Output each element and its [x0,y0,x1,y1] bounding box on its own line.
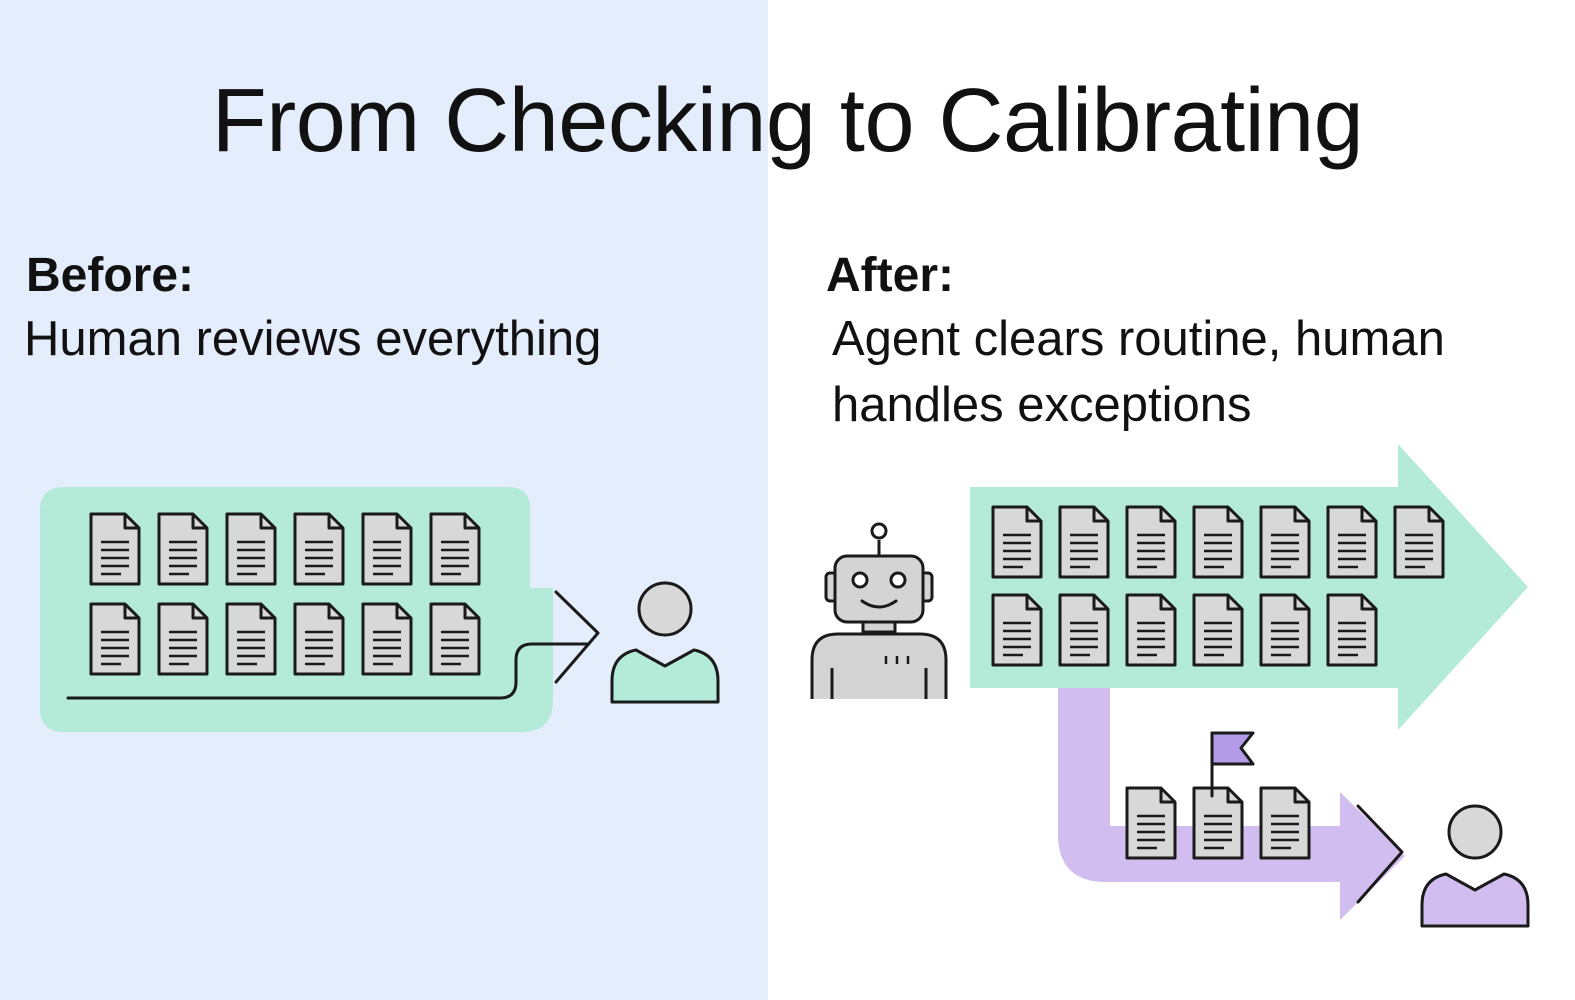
after-heading: After: [826,249,954,302]
document-icon [1192,786,1244,860]
routine-green-arrow [970,444,1528,730]
document-icon [1259,593,1311,667]
document-icon [89,602,141,676]
document-icon [991,593,1043,667]
document-icon [1192,505,1244,579]
before-heading: Before: [26,249,195,302]
before-arrowhead [554,590,600,684]
after-description-line-2: handles exceptions [832,378,1252,432]
exception-arrowhead [1356,804,1404,904]
robot-icon [810,522,948,699]
person-icon [1420,804,1530,928]
document-icon [1058,593,1110,667]
document-icon [429,512,481,586]
document-icon [1259,505,1311,579]
exception-document-stack [1125,786,1311,860]
flag-icon [1210,731,1255,798]
document-icon [1125,593,1177,667]
document-icon [157,602,209,676]
document-icon [1192,593,1244,667]
page-title: From Checking to Calibrating [211,71,1364,171]
document-icon [225,512,277,586]
document-icon [293,512,345,586]
before-description: Human reviews everything [24,312,602,366]
document-icon [157,512,209,586]
document-icon [89,512,141,586]
after-review-flow [810,444,1530,928]
after-description-line-1: Agent clears routine, human [832,312,1445,366]
document-icon [225,602,277,676]
person-icon [610,581,720,704]
document-icon [1125,786,1177,860]
document-icon [1125,505,1177,579]
document-icon [1326,593,1378,667]
document-icon [1259,786,1311,860]
document-icon [429,602,481,676]
document-icon [361,512,413,586]
before-flow-line [66,642,590,700]
before-review-flow [40,487,720,732]
document-icon [293,602,345,676]
document-icon [1326,505,1378,579]
after-description: Agent clears routine, human handles exce… [832,306,1552,438]
document-icon [991,505,1043,579]
document-icon [361,602,413,676]
document-icon [1393,505,1445,579]
document-icon [1058,505,1110,579]
